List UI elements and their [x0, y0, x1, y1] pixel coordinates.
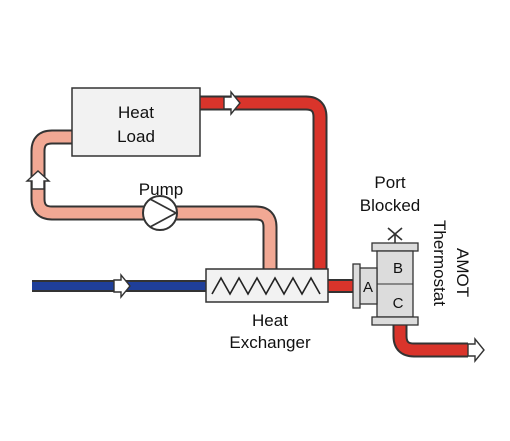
thermostat-outlet-pipe: [392, 320, 468, 358]
heat-load-label-line2: Load: [117, 127, 155, 146]
port-blocked-label-line1: Port: [374, 173, 405, 192]
blocked-port-cap-icon: [387, 227, 403, 244]
port-c-label: C: [393, 295, 404, 312]
pump-icon: [142, 195, 178, 231]
thermostat-label: Thermostat: [430, 220, 449, 306]
heat-load-label-line1: Heat: [118, 103, 154, 122]
heat-exchanger-coil-icon: [211, 276, 321, 296]
flow-arrow-icon: [25, 170, 51, 190]
pump-label: Pump: [139, 180, 183, 199]
heat-load-box: Heat Load: [71, 87, 201, 157]
pump: Pump: [139, 180, 183, 231]
flow-arrow-icon: [467, 337, 485, 363]
flow-arrow-icon: [113, 273, 131, 299]
heat-exchanger: Heat Exchanger: [205, 268, 329, 352]
heat-exchanger-label-line1: Heat: [252, 311, 288, 330]
amot-thermostat-valve: A B C: [352, 227, 419, 326]
port-blocked-label-line2: Blocked: [360, 196, 420, 215]
heat-exchanger-label-line2: Exchanger: [229, 333, 311, 352]
amot-label: AMOT: [453, 248, 472, 297]
port-a-label: A: [363, 279, 373, 296]
warm-return-pipe: [30, 129, 278, 270]
hot-supply-pipe: [200, 95, 328, 270]
port-b-label: B: [393, 260, 403, 277]
flow-arrow-icon: [223, 90, 241, 116]
